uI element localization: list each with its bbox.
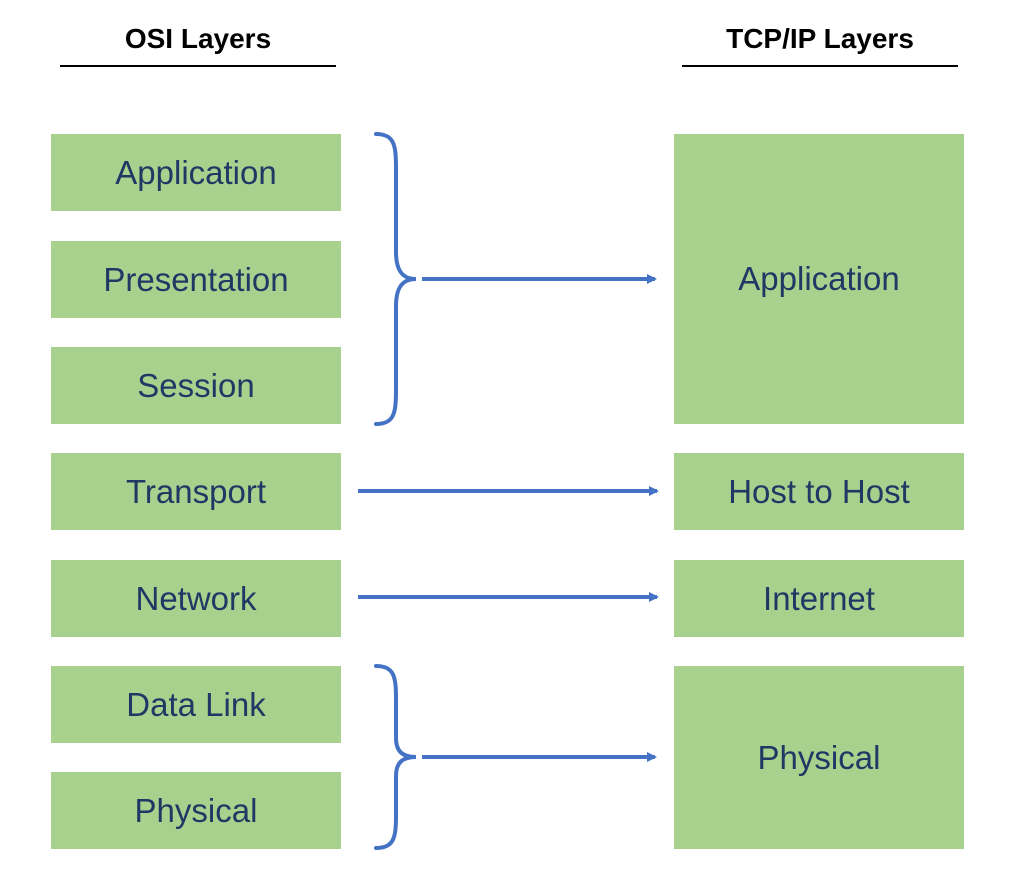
tcpip-layer-physical: Physical — [674, 666, 964, 849]
tcpip-layer-internet: Internet — [674, 560, 964, 637]
osi-layer-physical: Physical — [51, 772, 341, 849]
osi-layer-session: Session — [51, 347, 341, 424]
osi-layer-presentation: Presentation — [51, 241, 341, 318]
tcpip-heading: TCP/IP Layers — [726, 23, 914, 54]
osi-heading-underline — [60, 65, 336, 67]
brace-upper — [374, 132, 417, 426]
osi-layer-application: Application — [51, 134, 341, 211]
osi-heading: OSI Layers — [124, 23, 272, 54]
osi-layer-transport: Transport — [51, 453, 341, 530]
tcpip-heading-underline — [682, 65, 958, 67]
tcpip-layer-application: Application — [674, 134, 964, 424]
osi-layer-network: Network — [51, 560, 341, 637]
brace-lower — [374, 664, 417, 850]
tcpip-layer-host-to-host: Host to Host — [674, 453, 964, 530]
osi-layer-data-link: Data Link — [51, 666, 341, 743]
